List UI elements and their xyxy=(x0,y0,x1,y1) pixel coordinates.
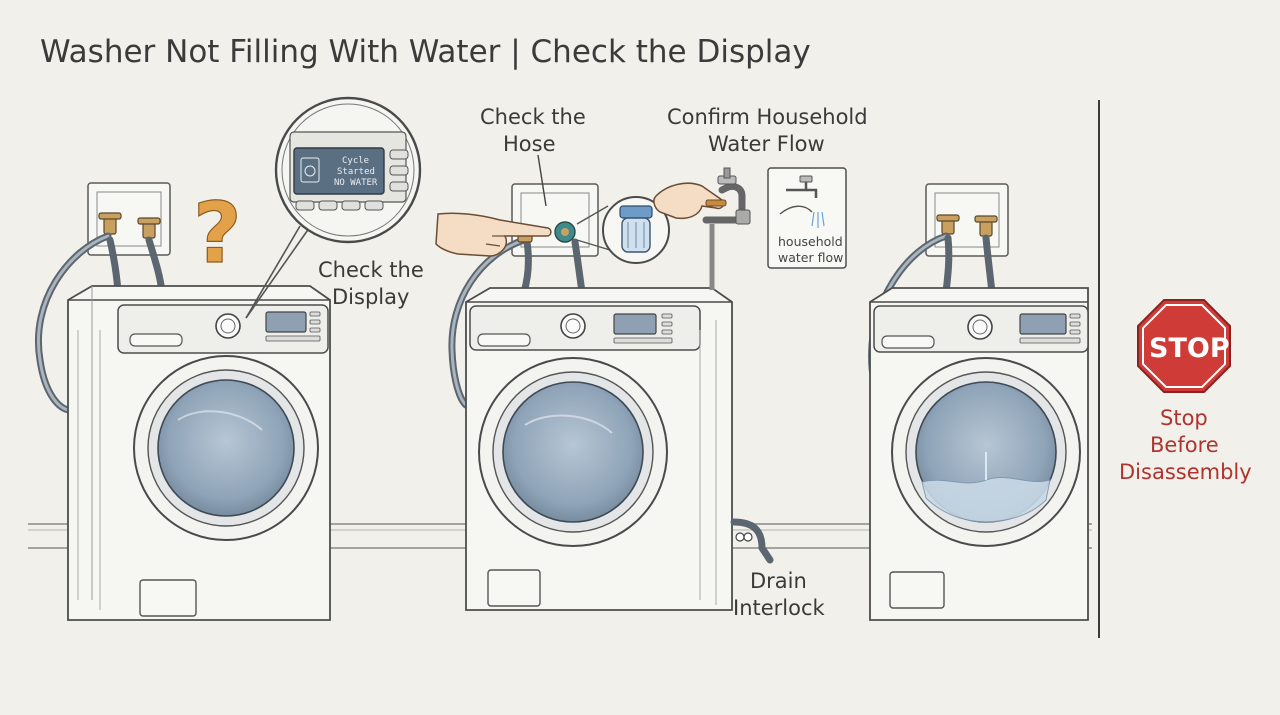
washer-1-check-display: ? xyxy=(35,182,331,621)
valve-icon xyxy=(936,214,998,237)
label-stop-1: Stop xyxy=(1160,406,1208,430)
hand-turning-faucet-icon xyxy=(653,182,727,220)
label-water-flow-1: Confirm Household xyxy=(667,105,868,129)
label-check-hose-2: Hose xyxy=(503,132,556,156)
stop-sign-icon: STOP xyxy=(1137,299,1231,393)
page-title: Washer Not Filling With Water | Check th… xyxy=(40,34,811,70)
water-level xyxy=(921,476,1051,523)
label-water-flow-2: Water Flow xyxy=(708,132,825,156)
label-check-hose-1: Check the xyxy=(480,105,586,129)
display-line-1: Cycle xyxy=(342,156,369,166)
display-magnifier: Cycle Started NO WATER xyxy=(245,96,422,319)
drum-window-1 xyxy=(157,379,295,517)
display-line-2: Started xyxy=(337,167,375,177)
drain-pipe xyxy=(730,518,774,564)
label-check-display-2: Display xyxy=(332,285,409,309)
washer-2-check-hose xyxy=(435,154,774,611)
wall-valve-box-2 xyxy=(511,183,599,257)
label-check-display-1: Check the xyxy=(318,258,424,282)
display-line-3: NO WATER xyxy=(334,178,378,188)
label-stop-2: Before xyxy=(1150,433,1219,457)
inlet-filter-icon xyxy=(576,196,670,264)
faucet-icon xyxy=(702,167,751,290)
flow-card-line-2: water flow xyxy=(778,250,843,265)
label-drain-interlock-2: Interlock xyxy=(733,596,826,620)
flow-card-line-1: household xyxy=(778,234,843,249)
label-stop-3: Disassembly xyxy=(1119,460,1252,484)
household-water-flow-card: household water flow xyxy=(767,167,847,269)
question-mark-icon: ? xyxy=(193,184,242,282)
label-drain-interlock-1: Drain xyxy=(750,569,807,593)
pointing-hand-icon xyxy=(435,212,552,257)
washer-3-filling xyxy=(868,183,1089,621)
drum-window-2 xyxy=(502,381,644,523)
stop-sign-text: STOP xyxy=(1149,333,1230,364)
